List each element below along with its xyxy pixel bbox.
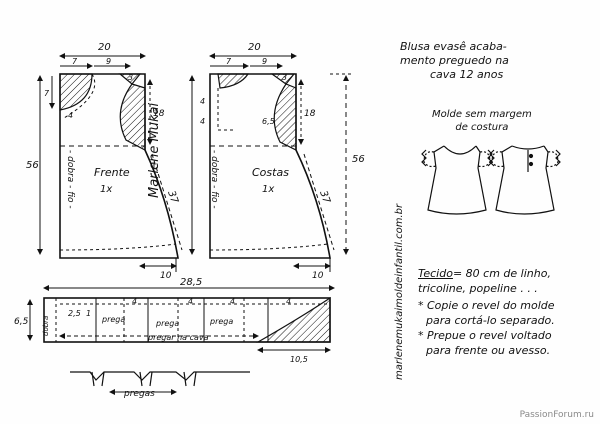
front-dim-7: 7 [72,57,78,66]
title-line-2: mento preguedo na [400,54,509,67]
subtitle-line-1: Molde sem margem [432,109,532,120]
front-qty: 1x [100,184,112,195]
pleat-illustration [70,371,250,395]
fabric-amount: = 80 cm de linho, [452,267,551,280]
ruffle-attach-note: pregar na cava [147,333,209,342]
note-1a: * Copie o revel do molde [418,299,555,312]
back-dim-10: 10 [312,271,324,281]
ruffle-height-label: 6,5 [14,317,29,327]
back-dim-18: 18 [304,109,316,119]
note-2b: para frente ou avesso. [426,344,551,357]
front-dim-18: 18 [153,109,165,119]
front-view-sketch [421,145,493,215]
fabric-label: Tecido [418,267,453,280]
back-dim-6-5: 6,5 [262,117,275,126]
back-dim-56: 56 [352,154,365,165]
watermark: PassionForum.ru [519,410,594,420]
back-pattern-piece [189,53,354,272]
note-2a: * Prepue o revel voltado [418,329,552,342]
note-1b: para cortá-lo separado. [426,314,555,327]
subtitle-line-2: de costura [455,122,509,133]
ruffle-dim-4-d: 4 [286,297,291,306]
pleats-label: pregas [123,389,155,399]
website-url: marlenemukaimoldeinfantil.com.br [394,203,405,380]
ruffle-prega-3: prega [209,317,233,326]
back-view-sketch [489,145,561,215]
back-width-label: 20 [248,42,261,53]
front-dim-56: 56 [26,160,39,171]
back-dim-37: 37 [317,189,332,205]
ruffle-prega-2: prega [155,319,179,328]
front-armhole-facing [119,83,146,151]
back-qty: 1x [262,184,274,195]
title-line-3: cava 12 anos [430,68,504,81]
back-armhole-facing [273,83,297,151]
subtitle-block: Molde sem margem de costura [432,108,532,134]
ruffle-dim-2-5: 2,5 [68,309,81,318]
front-fold-line: - dobra - fio - [65,150,75,209]
front-neckline [59,73,93,111]
front-shoulder [118,73,142,85]
ruffle-dim-4-c: 4 [230,297,235,306]
ruffle-facing [255,296,331,343]
materials-block: Tecido= 80 cm de linho, tricoline, popel… [418,266,555,358]
ruffle-prega-1: prega [101,315,125,324]
ruffle-length-label: 28,5 [180,277,202,288]
front-label: Frente [94,166,130,179]
ruffle-seam-label: dobra [42,316,50,336]
front-dim-37: 37 [165,189,180,205]
back-dim-4a: 4 [200,97,205,106]
back-dim-4b: 4 [200,117,205,126]
back-dim-9: 9 [262,57,267,66]
front-dim-7b: 7 [44,89,50,98]
title-block: Blusa evasê acaba- mento preguedo na cav… [400,40,509,82]
fabric-types: tricoline, popeline . . . [418,282,538,295]
back-dim-3: 3 [282,73,287,82]
front-dim-10: 10 [160,271,172,281]
back-neckline [217,73,250,89]
front-dim-9: 9 [106,57,111,66]
front-pattern-piece [37,53,183,272]
signature: Marlene Mukai [147,103,162,198]
front-dim-3: 3 [128,73,133,82]
back-dim-7: 7 [226,57,232,66]
front-width-label: 20 [98,42,111,53]
front-dim-4: 4 [68,111,73,120]
fabric-line: Tecido= 80 cm de linho, [418,266,555,281]
back-label: Costas [252,166,289,179]
ruffle-dim-4-b: 4 [188,297,193,306]
ruffle-dim-1: 1 [86,309,91,318]
ruffle-dim-4-a: 4 [132,297,137,306]
ruffle-pattern-piece [27,285,335,353]
title-line-1: Blusa evasê acaba- [400,40,507,53]
back-fold-line: - dobra - fio - [209,150,219,209]
ruffle-dim-10-5: 10,5 [290,355,308,364]
